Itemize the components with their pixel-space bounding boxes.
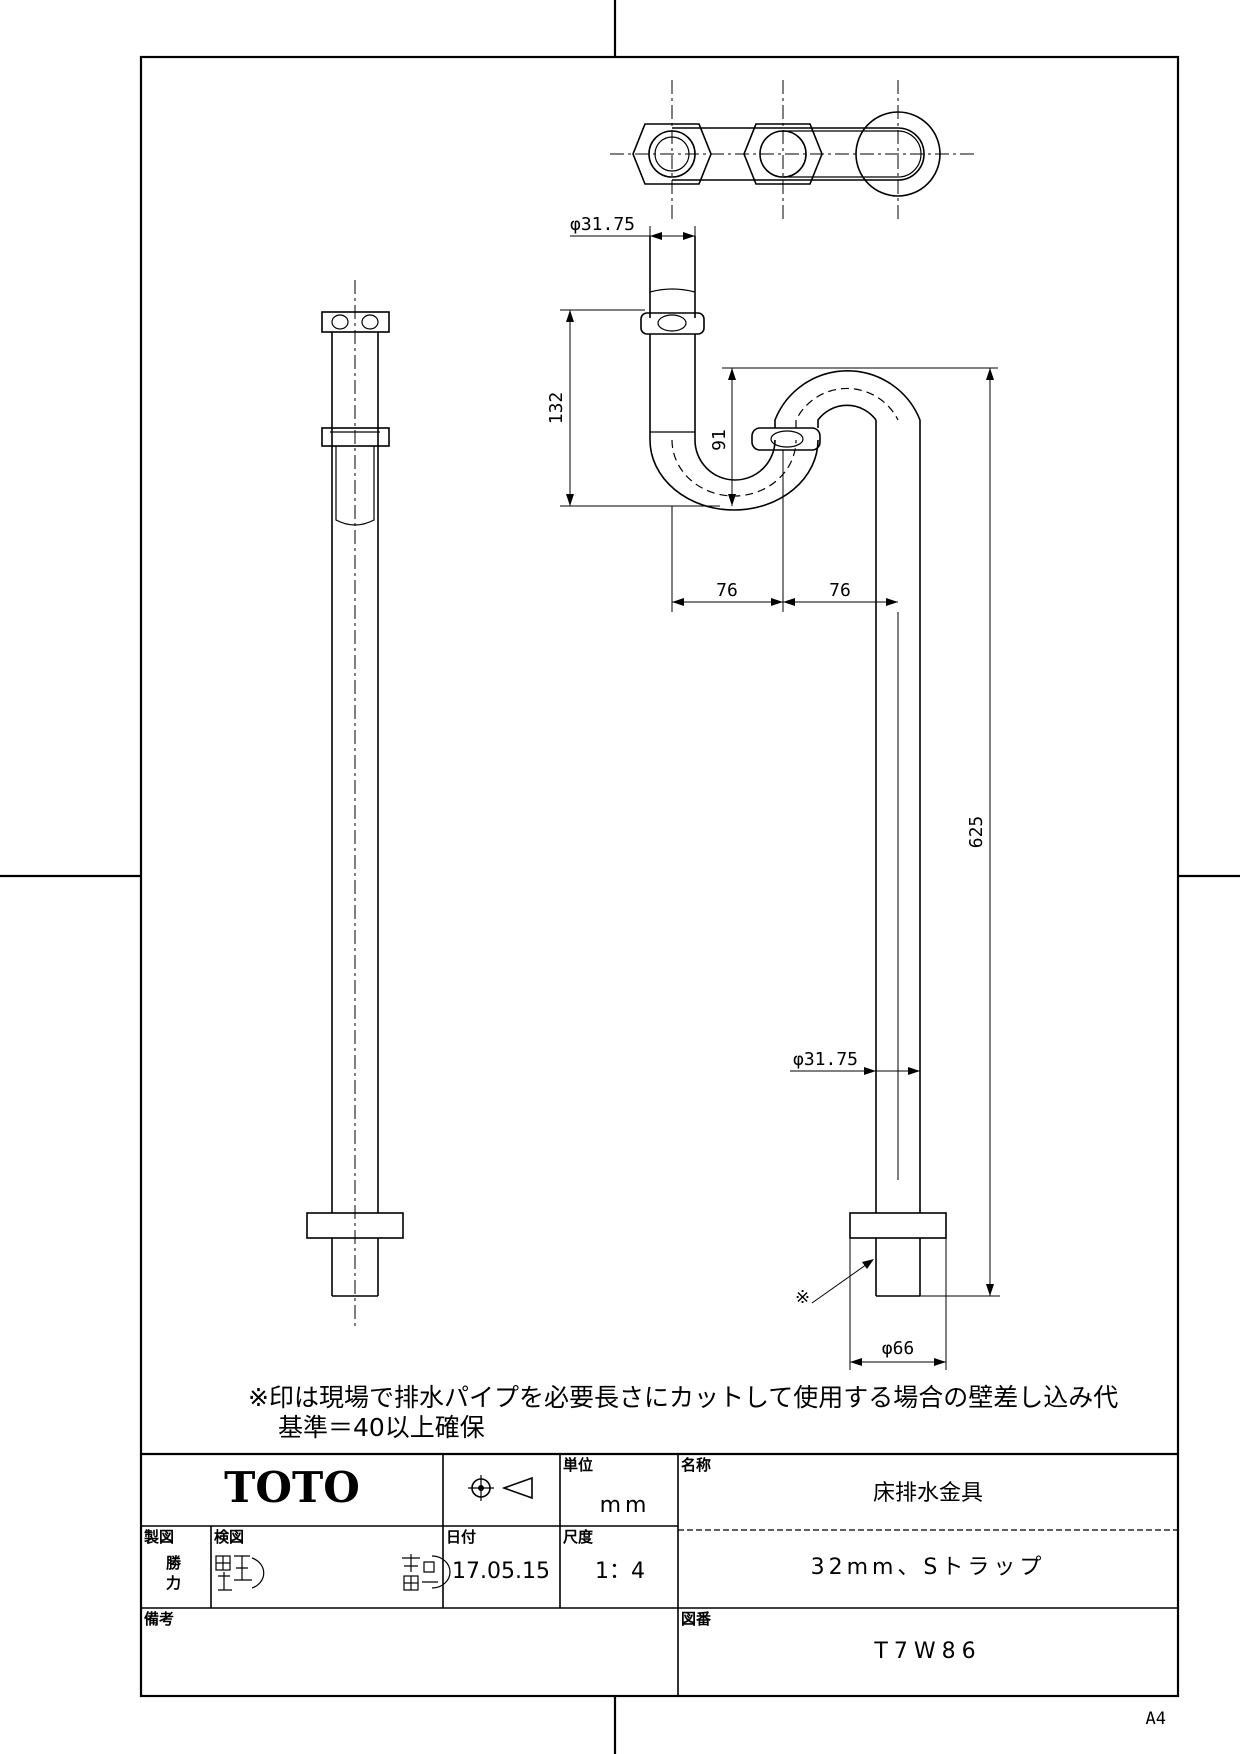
drafted-value-2: 力 [166,1574,181,1592]
front-view-s-trap [640,236,947,1297]
paper-size-label: A4 [1146,1709,1166,1729]
cut-mark-symbol: ※ [795,1287,810,1308]
dim-offset-right: 76 [829,580,851,601]
dim-lower-pipe-diameter: φ31.75 [793,1049,858,1070]
dim-trap-height: 132 [546,392,567,425]
note-line-2: 基準＝40以上確保 [278,1413,485,1442]
side-view [306,280,404,1330]
dim-offset-left: 76 [716,580,738,601]
dim-flange-diameter: φ66 [882,1338,915,1359]
date-value: 17.05.15 [452,1559,550,1584]
drawing-no-label: 図番 [681,1610,712,1628]
top-view [610,80,975,220]
scale-value: 1：4 [595,1559,645,1584]
date-label: 日付 [446,1528,476,1546]
name-value: 床排水金具 [873,1481,983,1506]
dim-inner-height: 91 [709,429,730,451]
third-angle-projection-icon [468,1475,533,1501]
note-line-1: ※印は現場で排水パイプを必要長さにカットして使用する場合の壁差し込み代 [248,1383,1118,1412]
checker-seal-left [215,1555,265,1591]
drafted-value-1: 勝 [166,1554,182,1572]
checked-label: 検図 [214,1528,244,1546]
dim-drop-length: 625 [966,816,987,849]
checker-seal-right [402,1554,451,1591]
name-label: 名称 [681,1456,711,1474]
unit-label: 単位 [563,1456,593,1474]
drawing-no-value: T7W86 [873,1639,981,1664]
dim-top-pipe-diameter: φ31.75 [570,214,635,235]
spec-value: 32mm、Sトラップ [811,1555,1046,1580]
dimensions: φ31.75 132 91 76 76 625 φ3 [546,214,1000,1370]
title-block: TOTO 単位 mm 名称 床排水金具 製図 勝 力 検図 [141,1452,1178,1696]
company-logo: TOTO [224,1463,360,1512]
remarks-label: 備考 [144,1610,174,1628]
unit-value: mm [600,1493,651,1518]
scale-label: 尺度 [563,1528,594,1546]
drafted-label: 製図 [143,1528,174,1546]
